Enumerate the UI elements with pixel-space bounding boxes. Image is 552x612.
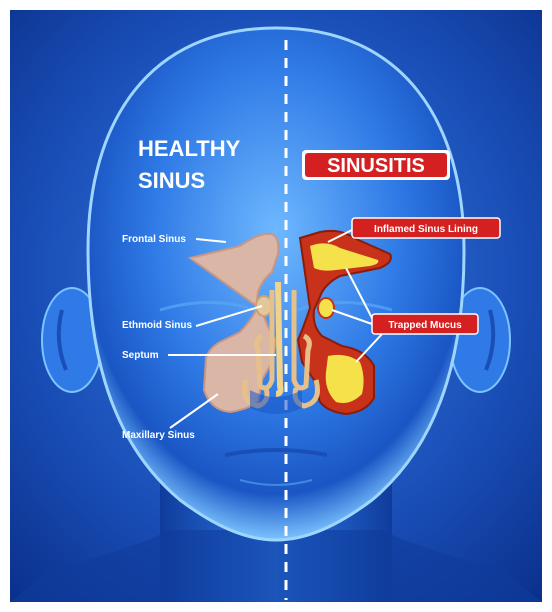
- label-ethmoid-sinus: Ethmoid Sinus: [122, 320, 192, 331]
- mucus-maxillary: [326, 355, 364, 403]
- sinus-diagram: HEALTHY SINUS SINUSITIS Frontal Sinus Et…: [10, 10, 542, 602]
- label-frontal-sinus: Frontal Sinus: [122, 234, 186, 245]
- label-septum: Septum: [122, 350, 159, 361]
- illustration-frame: HEALTHY SINUS SINUSITIS Frontal Sinus Et…: [10, 10, 542, 602]
- label-maxillary-sinus: Maxillary Sinus: [122, 430, 195, 441]
- label-inflamed-lining: Inflamed Sinus Lining: [374, 224, 478, 235]
- heading-healthy-line2: SINUS: [138, 168, 205, 193]
- heading-healthy-line1: HEALTHY: [138, 136, 241, 161]
- mucus-ethmoid: [318, 298, 334, 318]
- label-trapped-mucus: Trapped Mucus: [388, 320, 462, 331]
- heading-sinusitis: SINUSITIS: [327, 155, 425, 177]
